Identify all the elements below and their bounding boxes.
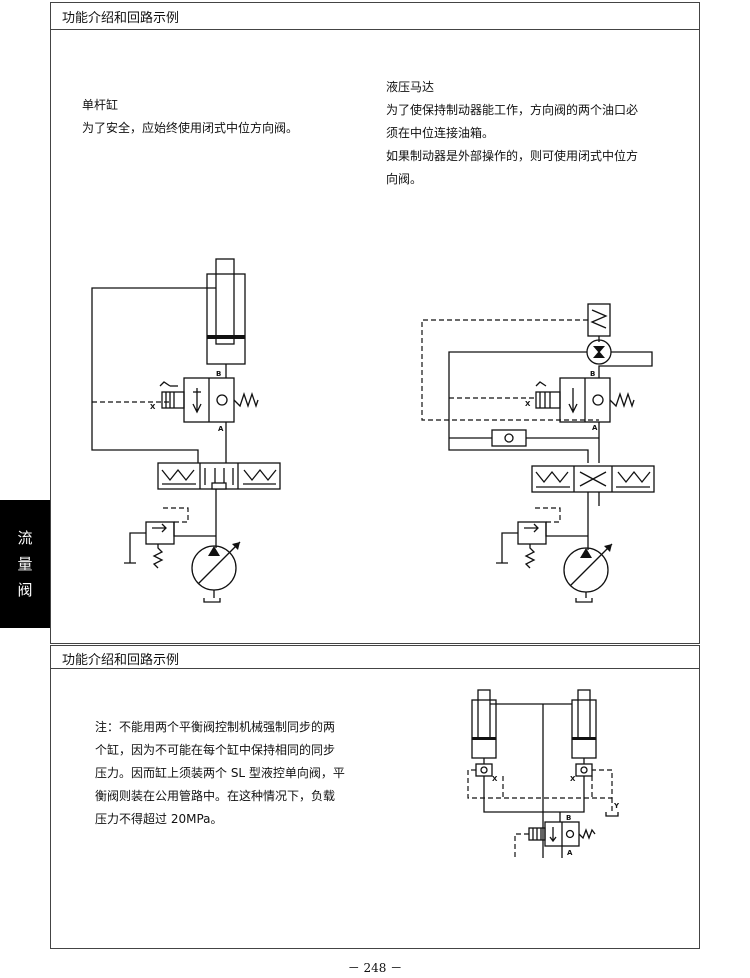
top-panel-header-rule <box>50 2 700 30</box>
side-tab-char-2: 量 <box>17 555 33 573</box>
twin-cb-a-label: A <box>567 849 573 857</box>
motor-cb-x-label: X <box>525 400 531 408</box>
page-number: － 248 － <box>347 961 403 975</box>
left-check-x-label: X <box>492 775 498 783</box>
cb-valve-b-label: B <box>216 370 221 378</box>
top-section-title: 功能介绍和回路示例 <box>62 11 180 26</box>
hydraulic-motor-text: 液压马达 为了使保持制动器能工作，方向阀的两个油口必 须在中位连接油箱。 如果制… <box>386 76 638 191</box>
bottom-panel-header-rule <box>50 645 700 669</box>
hydraulic-motor-line-4: 向阀。 <box>386 172 423 186</box>
single-rod-title: 单杆缸 <box>82 98 119 112</box>
side-tab-char-3: 阀 <box>17 581 33 599</box>
side-tab-char-1: 流 <box>17 529 33 547</box>
note-line-4: 衡阀则装在公用管路中。在这种情况下，负载 <box>95 789 336 803</box>
motor-cb-b-label: B <box>590 370 595 378</box>
twin-cb-b-label: B <box>566 814 571 822</box>
cb-valve-x-label: X <box>150 403 156 411</box>
bottom-section-title: 功能介绍和回路示例 <box>62 653 180 668</box>
hydraulic-motor-line-2: 须在中位连接油箱。 <box>386 126 495 140</box>
cb-valve-a-label: A <box>218 425 224 433</box>
single-rod-text: 单杆缸 为了安全，应始终使用闭式中位方向阀。 <box>82 94 298 140</box>
note-line-5: 压力不得超过 20MPa。 <box>95 812 223 826</box>
hydraulic-motor-line-3: 如果制动器是外部操作的，则可使用闭式中位方 <box>386 149 639 163</box>
single-rod-desc: 为了安全，应始终使用闭式中位方向阀。 <box>82 121 299 135</box>
drain-y-label: Y <box>613 802 620 810</box>
note-line-1: 注：不能用两个平衡阀控制机械强制同步的两 <box>95 720 336 734</box>
side-tab-flow-valve: 流 量 阀 <box>0 500 50 628</box>
note-line-2: 个缸，因为不可能在每个缸中保持相同的同步 <box>95 743 336 757</box>
hydraulic-motor-line-1: 为了使保持制动器能工作，方向阀的两个油口必 <box>386 103 639 117</box>
note-text: 注：不能用两个平衡阀控制机械强制同步的两 个缸，因为不可能在每个缸中保持相同的同… <box>95 716 345 831</box>
right-check-x-label: X <box>570 775 576 783</box>
motor-cb-a-label: A <box>592 424 598 432</box>
hydraulic-motor-title: 液压马达 <box>386 80 435 94</box>
note-line-3: 压力。因而缸上须装两个 SL 型液控单向阀，平 <box>95 766 345 780</box>
